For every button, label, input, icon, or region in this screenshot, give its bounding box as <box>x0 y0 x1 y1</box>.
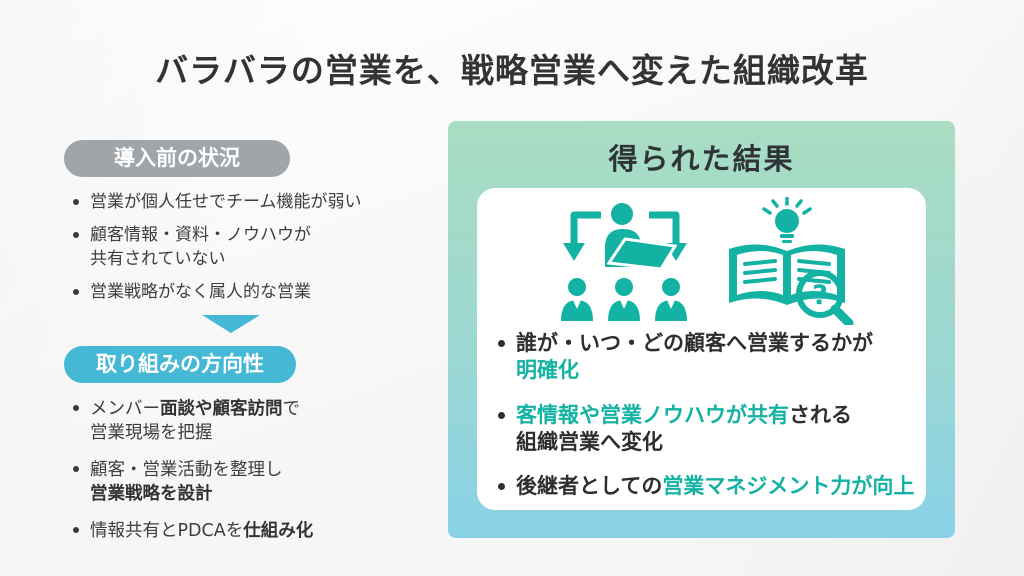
list-item: 誰が・いつ・どの顧客へ営業するかが 明確化 <box>493 330 926 385</box>
list-item: メンバー面談や顧客訪問で 営業現場を把握 <box>66 397 442 445</box>
list-item: 営業戦略がなく属人的な営業 <box>66 281 442 304</box>
list-item: 顧客・営業活動を整理し 営業戦略を設計 <box>66 458 442 506</box>
page-title: バラバラの営業を、戦略営業へ変えた組織改革 <box>155 51 869 90</box>
actions-badge: 取り組みの方向性 <box>64 345 296 383</box>
team-share-icon <box>560 203 687 321</box>
before-list: 営業が個人任せでチーム機能が弱い 顧客情報・資料・ノウハウが 共有されていない … <box>66 191 442 305</box>
results-list: 誰が・いつ・どの顧客へ営業するかが 明確化 客情報や営業ノウハウが共有される 組… <box>493 330 926 500</box>
results-heading: 得られた結果 <box>608 142 795 176</box>
before-badge: 導入前の状況 <box>64 140 290 177</box>
down-arrow-icon <box>202 314 260 333</box>
list-item: 情報共有とPDCAを仕組み化 <box>66 519 442 543</box>
svg-text:?: ? <box>812 280 828 311</box>
list-item: 顧客情報・資料・ノウハウが 共有されていない <box>66 224 442 271</box>
list-item: 客情報や営業ノウハウが共有される 組織営業へ変化 <box>493 402 926 457</box>
results-icons: ? <box>477 188 926 325</box>
results-card: ? 誰が・いつ・どの顧客へ営業するかが 明確化 客情報や営業ノウハウが共有される… <box>477 188 926 510</box>
idea-book-search-icon: ? <box>728 197 853 325</box>
left-column: 導入前の状況 営業が個人任せでチーム機能が弱い 顧客情報・資料・ノウハウが 共有… <box>64 140 442 557</box>
results-panel: 得られた結果 <box>448 121 955 538</box>
list-item: 営業が個人任せでチーム機能が弱い <box>66 191 442 214</box>
list-item: 後継者としての営業マネジメント力が向上 <box>493 473 926 500</box>
actions-list: メンバー面談や顧客訪問で 営業現場を把握 顧客・営業活動を整理し 営業戦略を設計… <box>66 397 442 544</box>
